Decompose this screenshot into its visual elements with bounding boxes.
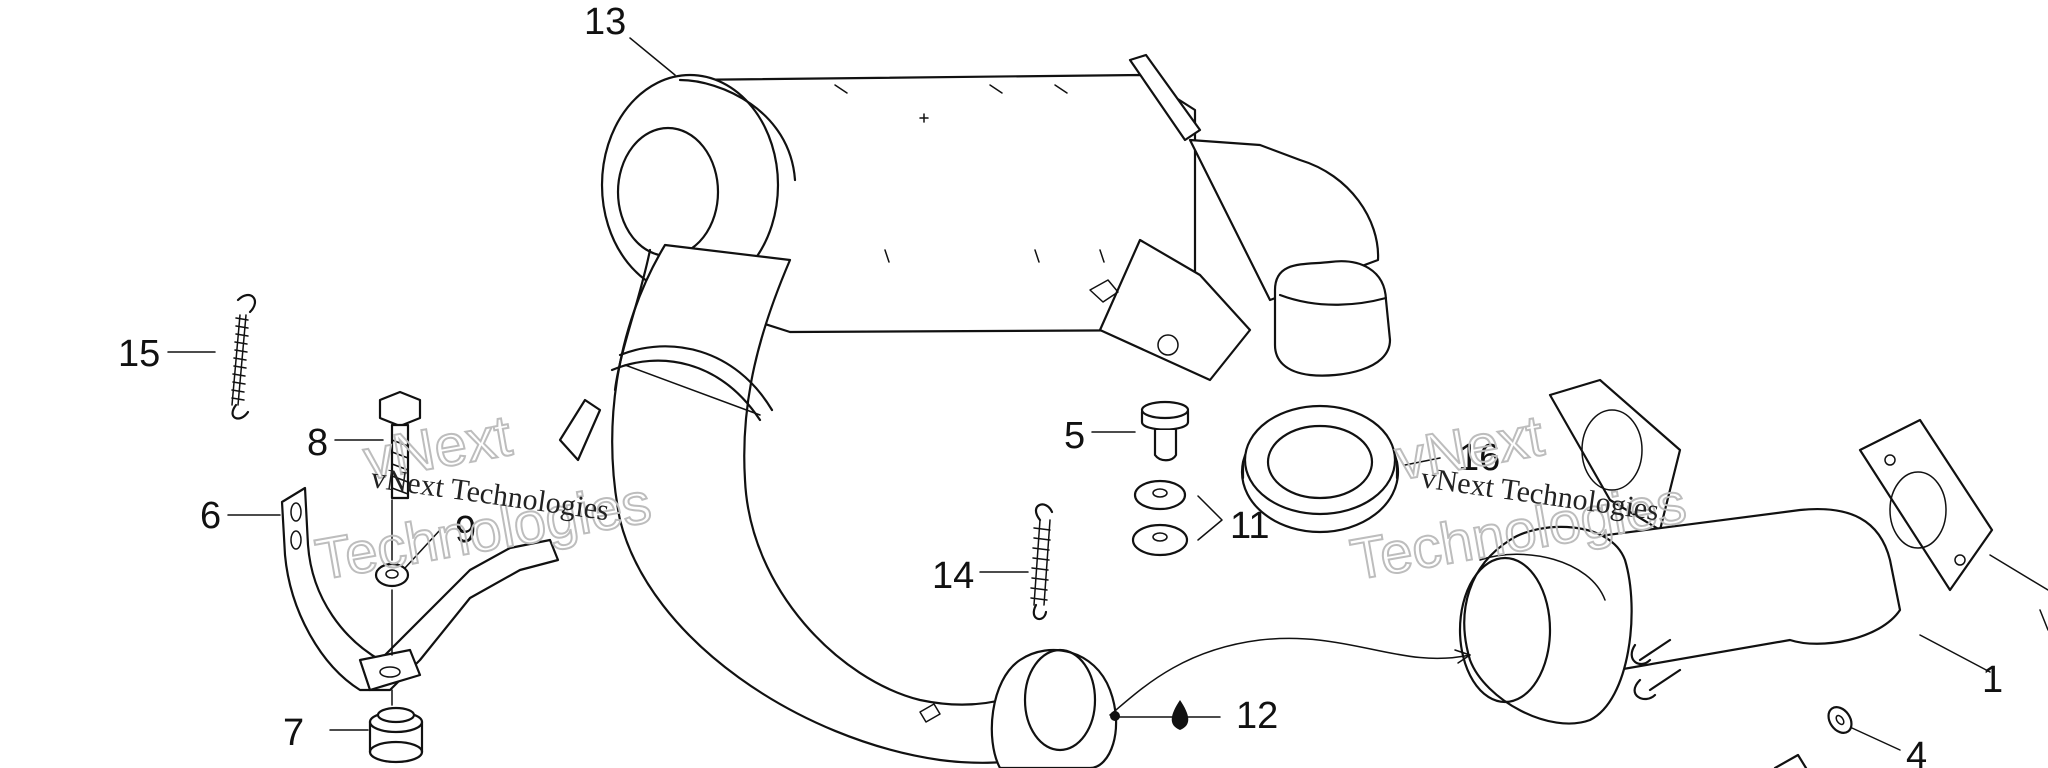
leader-lines <box>629 37 2048 730</box>
callout-12: 12 <box>1236 695 1278 737</box>
exhaust-pipe-part-12 <box>558 243 1118 768</box>
callout-5: 5 <box>1064 415 1085 457</box>
spring-part-14 <box>979 503 1054 621</box>
spring-part-15 <box>167 294 256 420</box>
grommet-part-7 <box>329 689 424 764</box>
callout-15: 15 <box>118 333 160 375</box>
callout-6: 6 <box>200 495 221 537</box>
gasket-part-4 <box>1773 706 1901 768</box>
washers-part-11 <box>1131 479 1223 557</box>
cap-part-5 <box>1091 400 1190 462</box>
washer-part-9 <box>374 499 441 588</box>
bolt-part-8 <box>334 390 422 500</box>
callout-7: 7 <box>283 712 304 754</box>
callout-8: 8 <box>307 422 328 464</box>
bracket-part-6 <box>227 486 560 692</box>
callout-13: 13 <box>584 1 626 43</box>
sealing-ring-part-16 <box>1240 404 1400 534</box>
manifold-part-1 <box>1458 378 1994 725</box>
muffler-part-13 <box>600 53 1392 382</box>
callout-14: 14 <box>932 555 974 597</box>
callout-11: 11 <box>1230 505 1269 547</box>
callout-9: 9 <box>455 509 476 551</box>
callout-labels: 13 15 8 6 9 7 5 16 11 14 12 1 4 <box>118 1 2003 768</box>
callout-16: 16 <box>1458 437 1500 479</box>
callout-4: 4 <box>1906 735 1927 768</box>
watermark-left: vNext Technologies vNext Technologies <box>310 402 657 594</box>
callout-1: 1 <box>1982 659 2003 701</box>
